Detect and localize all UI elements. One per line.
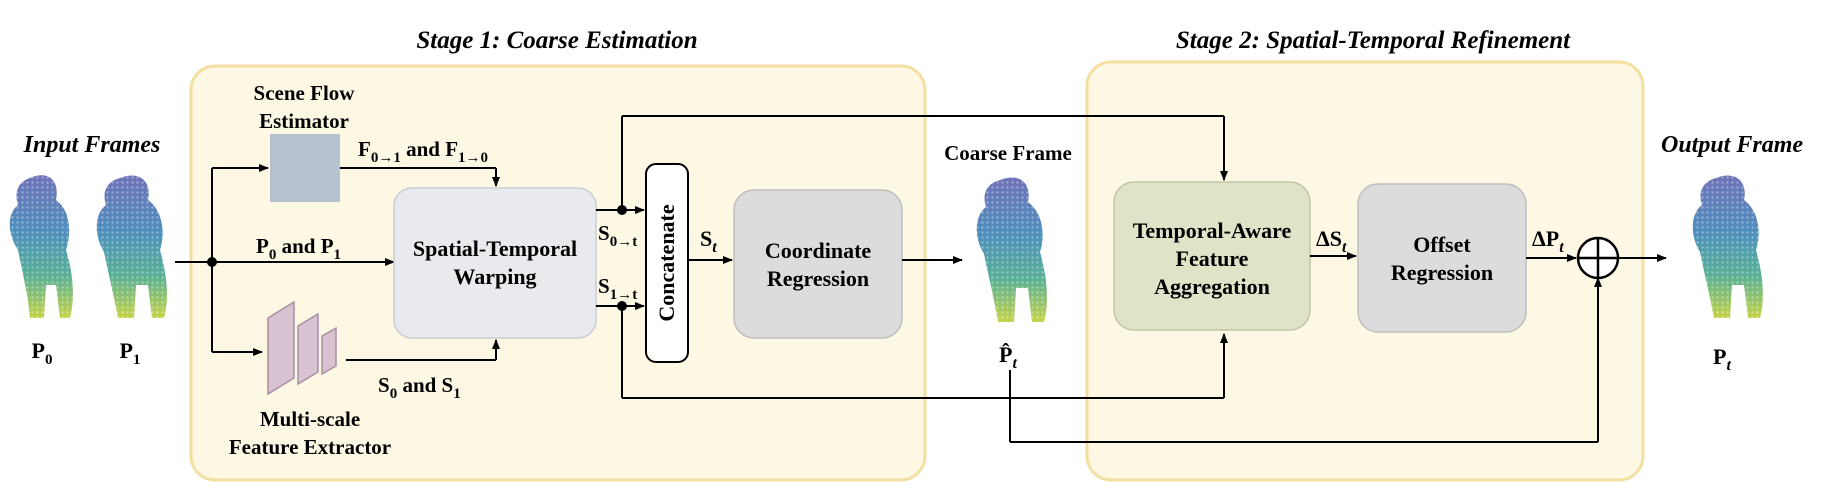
warp-output-0-label: S0→t: [598, 221, 637, 250]
stage1-title: Stage 1: Coarse Estimation: [416, 27, 697, 54]
scene-flow-label-line2: Estimator: [259, 109, 349, 133]
aggregation-label-line3: Aggregation: [1154, 274, 1270, 299]
point-cloud-coarse-image: [976, 177, 1047, 322]
input-junction: [207, 257, 217, 267]
stage2-title: Stage 2: Spatial-Temporal Refinement: [1176, 27, 1571, 54]
aggregation-label-line1: Temporal-Aware: [1133, 218, 1292, 243]
coarse-frame-label: P̂t: [999, 342, 1017, 372]
scene-flow-hourglass-shape: [270, 134, 340, 202]
coarse-skip-connector: [1009, 277, 1602, 443]
point-cloud-p1-image: [96, 175, 167, 318]
point-cloud-p0-image: [9, 175, 73, 318]
output-frame-label: Pt: [1713, 344, 1731, 374]
warp-output-1-label: S1→t: [598, 274, 637, 303]
warp-bottom-junction: [617, 301, 627, 311]
st-label: St: [700, 226, 717, 256]
offset-reg-label-line1: Offset: [1413, 232, 1471, 257]
coord-reg-label-line1: Coordinate: [765, 238, 872, 263]
warp-output-connectors: [596, 115, 1228, 399]
feature-extractor-icon: [267, 300, 337, 396]
warp-top-junction: [617, 205, 627, 215]
output-frame-title: Output Frame: [1661, 132, 1803, 158]
point-cloud-output-image: [1692, 175, 1763, 318]
flow-output-label: F0→1 and F1→0: [358, 137, 488, 166]
offset-reg-label-line2: Regression: [1391, 260, 1493, 285]
extractor-label-line2: Feature Extractor: [229, 435, 391, 459]
coarse-frame-title: Coarse Frame: [944, 141, 1072, 165]
delta-s-label: ΔSt: [1316, 226, 1347, 256]
sum-node-icon: [1576, 236, 1620, 280]
p1-label: P1: [120, 338, 141, 368]
offset-regression-block: [1357, 183, 1527, 333]
extractor-label-line1: Multi-scale: [260, 407, 360, 431]
warping-block: [393, 187, 597, 339]
extractor-connector: [346, 339, 500, 361]
coordinate-regression-block: [733, 189, 903, 339]
coord-reg-label-line2: Regression: [767, 266, 869, 291]
concatenate-label: Concatenate: [654, 204, 679, 322]
extractor-output-label: S0 and S1: [378, 373, 461, 402]
warping-label-line1: Spatial-Temporal: [413, 236, 577, 261]
scene-flow-label-line1: Scene Flow: [254, 81, 356, 105]
p0-label: P0: [32, 338, 53, 368]
aggregation-label-line2: Feature: [1176, 246, 1249, 271]
delta-p-label: ΔPt: [1532, 226, 1564, 256]
input-connectors: [175, 164, 395, 356]
frames-input-label: P0 and P1: [256, 234, 341, 263]
warping-label-line2: Warping: [453, 264, 536, 289]
concatenate-block: [645, 163, 689, 363]
input-frames-title: Input Frames: [23, 132, 161, 158]
flow-connector: [340, 167, 500, 187]
